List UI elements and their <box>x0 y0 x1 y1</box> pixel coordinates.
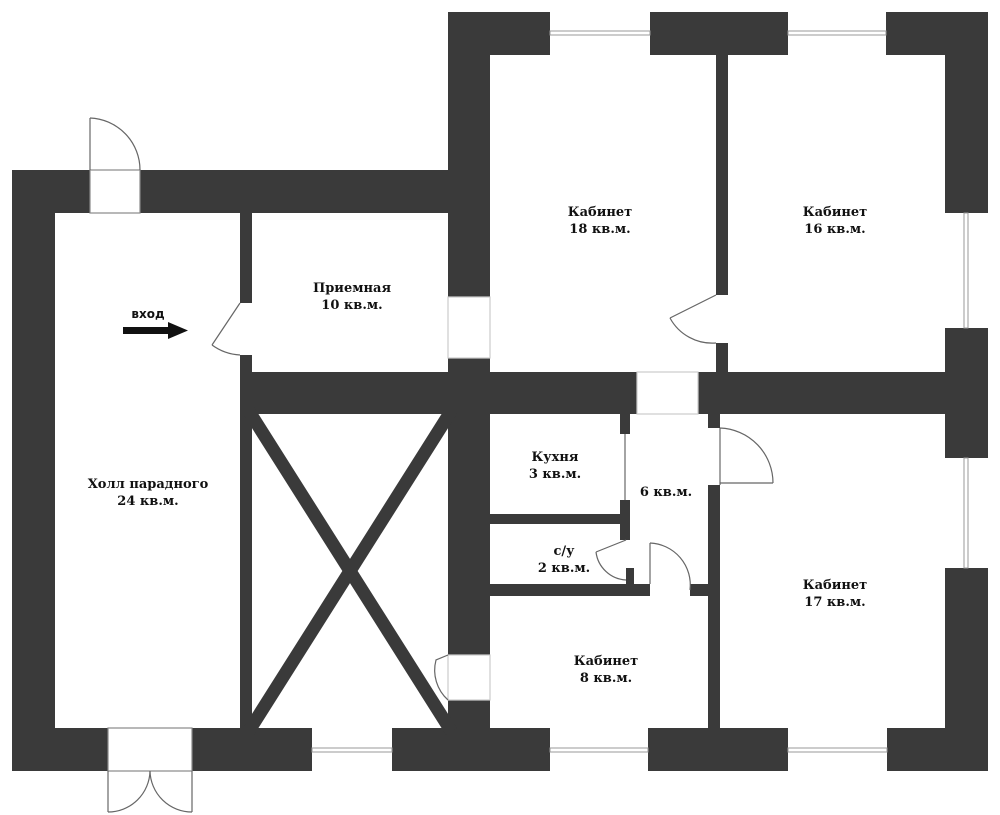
wall-kitchen-right-b <box>620 500 630 540</box>
opening-corridor-top <box>636 371 699 415</box>
room-name-office18: Кабинет <box>568 205 632 220</box>
door-office8 <box>649 542 691 591</box>
room-area-office18: 18 кв.м. <box>569 222 630 237</box>
door-main-entrance <box>107 727 193 813</box>
wall-mid-horizontal-b <box>490 372 637 414</box>
room-name-office16: Кабинет <box>803 205 867 220</box>
windows <box>311 30 969 753</box>
wall-right-a <box>945 12 988 213</box>
room-name-wc: с/у <box>554 544 576 559</box>
window-bottom-b <box>549 747 649 753</box>
window-top-b <box>787 30 887 36</box>
door-office8-west <box>434 654 491 701</box>
room-area-wc: 2 кв.м. <box>538 561 590 576</box>
room-name-office17: Кабинет <box>803 578 867 593</box>
wall-top-left-b <box>140 170 490 213</box>
wall-center-top <box>448 12 490 297</box>
wall-bottom-d <box>648 728 788 771</box>
room-area-hall: 24 кв.м. <box>117 494 178 509</box>
wall-office18-office16-b <box>716 343 728 373</box>
room-area-office17: 17 кв.м. <box>804 595 865 610</box>
door-wc <box>595 539 627 581</box>
wall-wc-right <box>626 568 634 588</box>
room-area-office16: 16 кв.м. <box>804 222 865 237</box>
wall-top-right-b <box>650 12 788 55</box>
wall-corridor-office17-b <box>708 485 720 730</box>
room-labels: Холл парадного 24 кв.м. Приемная 10 кв.м… <box>88 205 867 686</box>
wall-left-outer <box>12 170 55 770</box>
wall-top-left-a <box>12 170 90 213</box>
window-right-a <box>963 212 969 329</box>
room-name-hall: Холл парадного <box>88 477 209 492</box>
void-diagonal-b <box>243 407 457 735</box>
wall-kitchen-right <box>620 414 630 434</box>
doors <box>89 117 774 813</box>
wall-mid-horizontal-a <box>240 372 450 414</box>
room-area-corridor: 6 кв.м. <box>640 485 692 500</box>
wall-center-bot <box>448 700 490 771</box>
window-right-b <box>963 457 969 569</box>
wall-bottom-b <box>192 728 312 771</box>
stair-void <box>243 407 457 735</box>
wall-right-c <box>945 568 988 771</box>
door-hall-reception <box>211 302 241 356</box>
wall-center-mid <box>448 358 490 655</box>
opening-reception-central <box>447 296 491 359</box>
wall-hall-reception <box>240 213 252 303</box>
wall-bottom-a <box>12 728 108 771</box>
door-top-hall <box>89 117 141 214</box>
room-area-reception: 10 кв.м. <box>321 298 382 313</box>
window-bottom-a <box>311 747 393 753</box>
room-name-office8: Кабинет <box>574 654 638 669</box>
room-area-office8: 8 кв.м. <box>580 671 632 686</box>
door-office18 <box>669 294 717 344</box>
room-area-kitchen: 3 кв.м. <box>529 467 581 482</box>
wall-wc-bottom <box>490 584 650 596</box>
wall-hall-reception-b <box>240 355 252 730</box>
entry-marker: вход <box>123 307 188 339</box>
door-office17 <box>719 427 774 485</box>
wall-kitchen-bottom <box>490 514 626 524</box>
wall-corridor-office17 <box>708 414 720 428</box>
window-bottom-c <box>787 747 888 753</box>
wall-office18-office16 <box>716 55 728 295</box>
entry-label: вход <box>131 307 165 321</box>
room-name-reception: Приемная <box>313 281 392 296</box>
wall-mid-horizontal-c <box>698 372 988 414</box>
walls <box>12 12 988 771</box>
room-name-kitchen: Кухня <box>531 450 578 465</box>
arrow-right-icon <box>123 322 188 339</box>
window-top-a <box>549 30 651 36</box>
